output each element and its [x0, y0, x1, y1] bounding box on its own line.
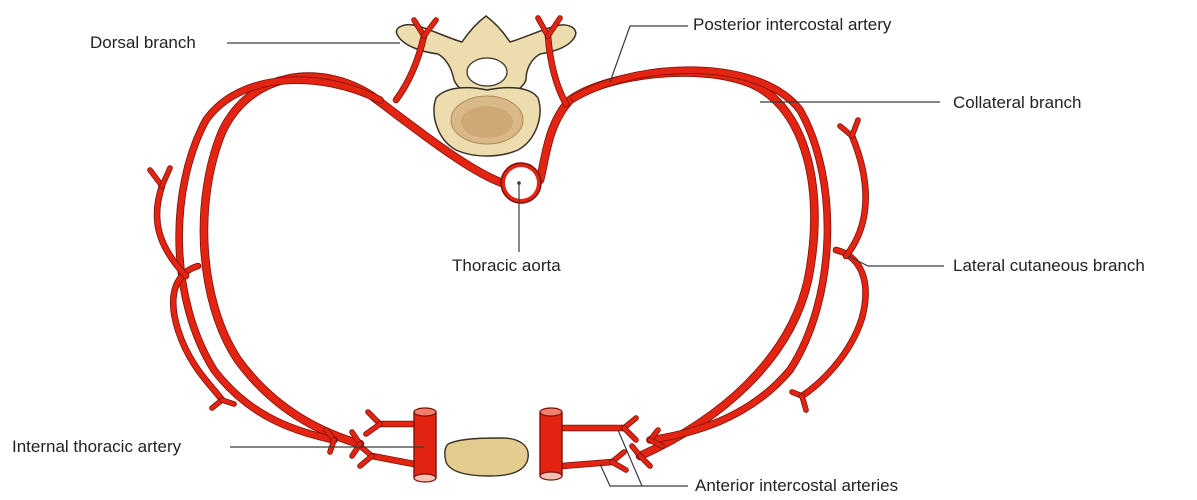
internal-thoracic-right-top	[540, 408, 562, 416]
collateral-left-end-fork-b	[330, 440, 334, 452]
anterior-intercostal-left-lower-fork-b	[360, 456, 372, 466]
posterior-right-end-fork-b	[640, 456, 650, 466]
anterior-intercostal-right-upper-fork-b	[624, 428, 636, 440]
lateral-cutaneous-left-upper-fork-b	[162, 168, 170, 186]
label-internal-thoracic-artery: Internal thoracic artery	[12, 437, 181, 457]
lateral-cutaneous-right-upper	[846, 136, 866, 256]
posterior-intercostal-right-fill	[540, 73, 814, 456]
anterior-intercostal-right-upper-fork-b-fill	[624, 428, 636, 440]
label-dorsal-branch: Dorsal branch	[90, 33, 196, 53]
posterior-intercostal-right	[540, 73, 814, 456]
vertebral-foramen	[467, 58, 507, 86]
leader-anterior-intercostal-2	[600, 464, 688, 486]
internal-thoracic-right-bottom	[540, 472, 562, 480]
posterior-intercostal-right-outline	[540, 73, 814, 456]
leader-thoracic-aorta-dot	[517, 181, 521, 185]
anterior-intercostal-left-upper-fork-b-fill	[366, 424, 380, 434]
label-anterior-intercostal-arteries: Anterior intercostal arteries	[695, 476, 898, 496]
sternum	[445, 438, 529, 476]
anterior-intercostal-left-upper-fork-b	[366, 424, 380, 434]
label-thoracic-aorta: Thoracic aorta	[452, 256, 561, 276]
collateral-branch-right	[574, 70, 827, 440]
collateral-branch-right-fill	[574, 70, 827, 440]
internal-thoracic-left-top	[414, 408, 436, 416]
internal-thoracic-left-bottom	[414, 474, 436, 482]
anterior-intercostal-right-lower	[562, 462, 612, 466]
label-collateral-branch: Collateral branch	[953, 93, 1082, 113]
anterior-intercostal-left-lower	[372, 456, 414, 464]
label-lateral-cutaneous-branch: Lateral cutaneous branch	[953, 256, 1145, 276]
internal-thoracic-right	[540, 408, 562, 480]
vertebral-body-spongy-core	[461, 106, 513, 138]
lateral-cutaneous-left-lower-fork-b	[222, 400, 234, 404]
thoracic-aorta	[501, 163, 541, 203]
anterior-intercostal-right-lower-fork-b	[612, 462, 626, 470]
collateral-branch-right-outline	[574, 70, 827, 440]
internal-thoracic-left-vessel	[414, 412, 436, 478]
lateral-cutaneous-right-upper-fork-b-fill	[852, 120, 858, 136]
internal-thoracic-right-vessel	[540, 412, 562, 476]
aorta-lumen	[505, 167, 537, 199]
internal-thoracic-left	[414, 408, 436, 482]
label-posterior-intercostal-artery: Posterior intercostal artery	[693, 15, 891, 35]
lateral-cutaneous-right-lower-fork-b	[802, 396, 806, 410]
leader-lateral-cutaneous	[848, 256, 944, 266]
lateral-cutaneous-right-upper-fork-b	[852, 120, 858, 136]
